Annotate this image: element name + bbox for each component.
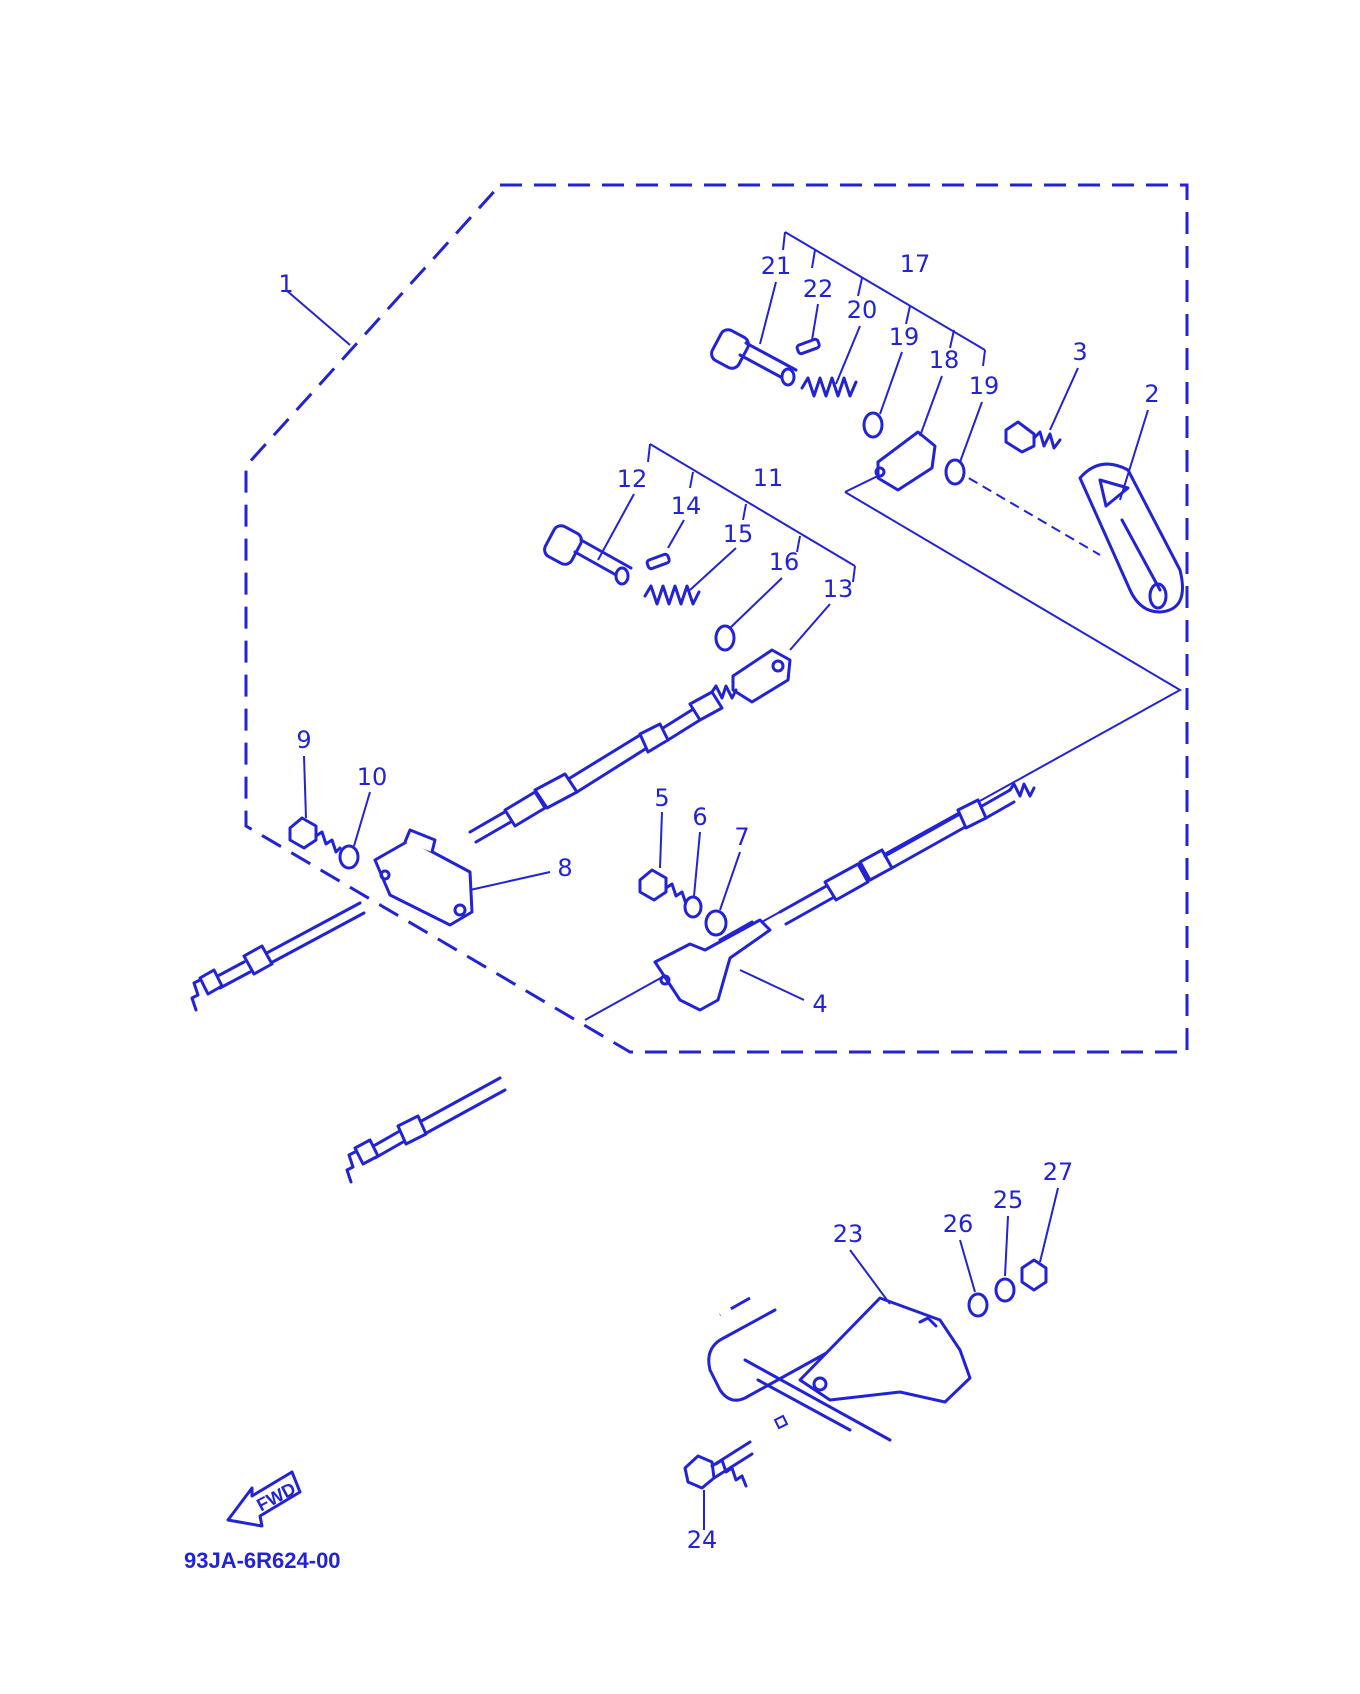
hole-marker: [773, 1414, 789, 1430]
bolt-5: [638, 868, 688, 906]
callout-20: 20: [847, 296, 878, 324]
bracket-8: [373, 828, 474, 927]
bracket-17: [782, 231, 986, 367]
bolt-24: [683, 1440, 754, 1490]
cable-bottom: [345, 1076, 507, 1184]
callout-9: 9: [296, 726, 311, 754]
pin-12: [543, 524, 633, 586]
washer-19b: [944, 458, 966, 486]
washer-16: [714, 624, 736, 652]
bracket-11: [647, 443, 856, 583]
callout-labels: 1 2 3 4 5 6 7 8 9 10 11 12 13 14 15 16 1…: [278, 250, 1159, 1554]
spring-15: [643, 584, 701, 606]
callout-leaders: [303, 281, 1149, 1530]
pin-14: [645, 552, 671, 571]
pin-22: [795, 337, 821, 356]
callout-19a: 19: [889, 323, 920, 351]
washer-19a: [862, 411, 884, 439]
assembly-boundary: [244, 183, 1189, 1054]
callout-13: 13: [823, 575, 854, 603]
bracket-4: [653, 918, 772, 1012]
nut-3: [1004, 420, 1062, 454]
callout-14: 14: [671, 492, 702, 520]
washer-6: [683, 895, 703, 919]
tiller-handle: [707, 1296, 892, 1442]
callout-8: 8: [557, 854, 572, 882]
callout-11: 11: [753, 464, 784, 492]
joint-18: [874, 430, 937, 492]
callout-15: 15: [723, 520, 754, 548]
callout-2: 2: [1144, 380, 1159, 408]
callout-4: 4: [812, 990, 827, 1018]
nut-27: [1020, 1258, 1048, 1292]
washer-26: [967, 1292, 989, 1318]
washer-7: [704, 909, 728, 937]
callout-23: 23: [833, 1220, 864, 1248]
callout-5: 5: [654, 784, 669, 812]
cable-left: [190, 901, 366, 1012]
callout-18: 18: [929, 346, 960, 374]
callout-3: 3: [1072, 338, 1087, 366]
callout-24: 24: [687, 1526, 718, 1554]
callout-1: 1: [278, 270, 293, 298]
bracket-23: [798, 1296, 972, 1404]
callout-12: 12: [617, 465, 648, 493]
spring-20: [800, 376, 858, 398]
callout-17: 17: [900, 250, 931, 278]
callout-26: 26: [943, 1210, 974, 1238]
lever-2: [1078, 462, 1184, 614]
bolt-9: [288, 816, 342, 854]
washer-10: [338, 844, 360, 870]
fwd-arrow-icon: FWD: [226, 1470, 302, 1528]
part-code: 93JA-6R624-00: [184, 1548, 341, 1573]
callout-7: 7: [734, 823, 749, 851]
callout-6: 6: [692, 803, 707, 831]
joint-13: [731, 648, 792, 704]
pin-21: [710, 328, 798, 387]
callout-22: 22: [803, 275, 834, 303]
washer-25: [994, 1277, 1016, 1303]
callout-25: 25: [993, 1186, 1024, 1214]
cable-upper: [468, 684, 738, 844]
callout-21: 21: [761, 252, 792, 280]
callout-27: 27: [1043, 1158, 1074, 1186]
cable-right: [778, 782, 1036, 926]
callout-16: 16: [769, 548, 800, 576]
callout-10: 10: [357, 763, 388, 791]
callout-19b: 19: [969, 372, 1000, 400]
